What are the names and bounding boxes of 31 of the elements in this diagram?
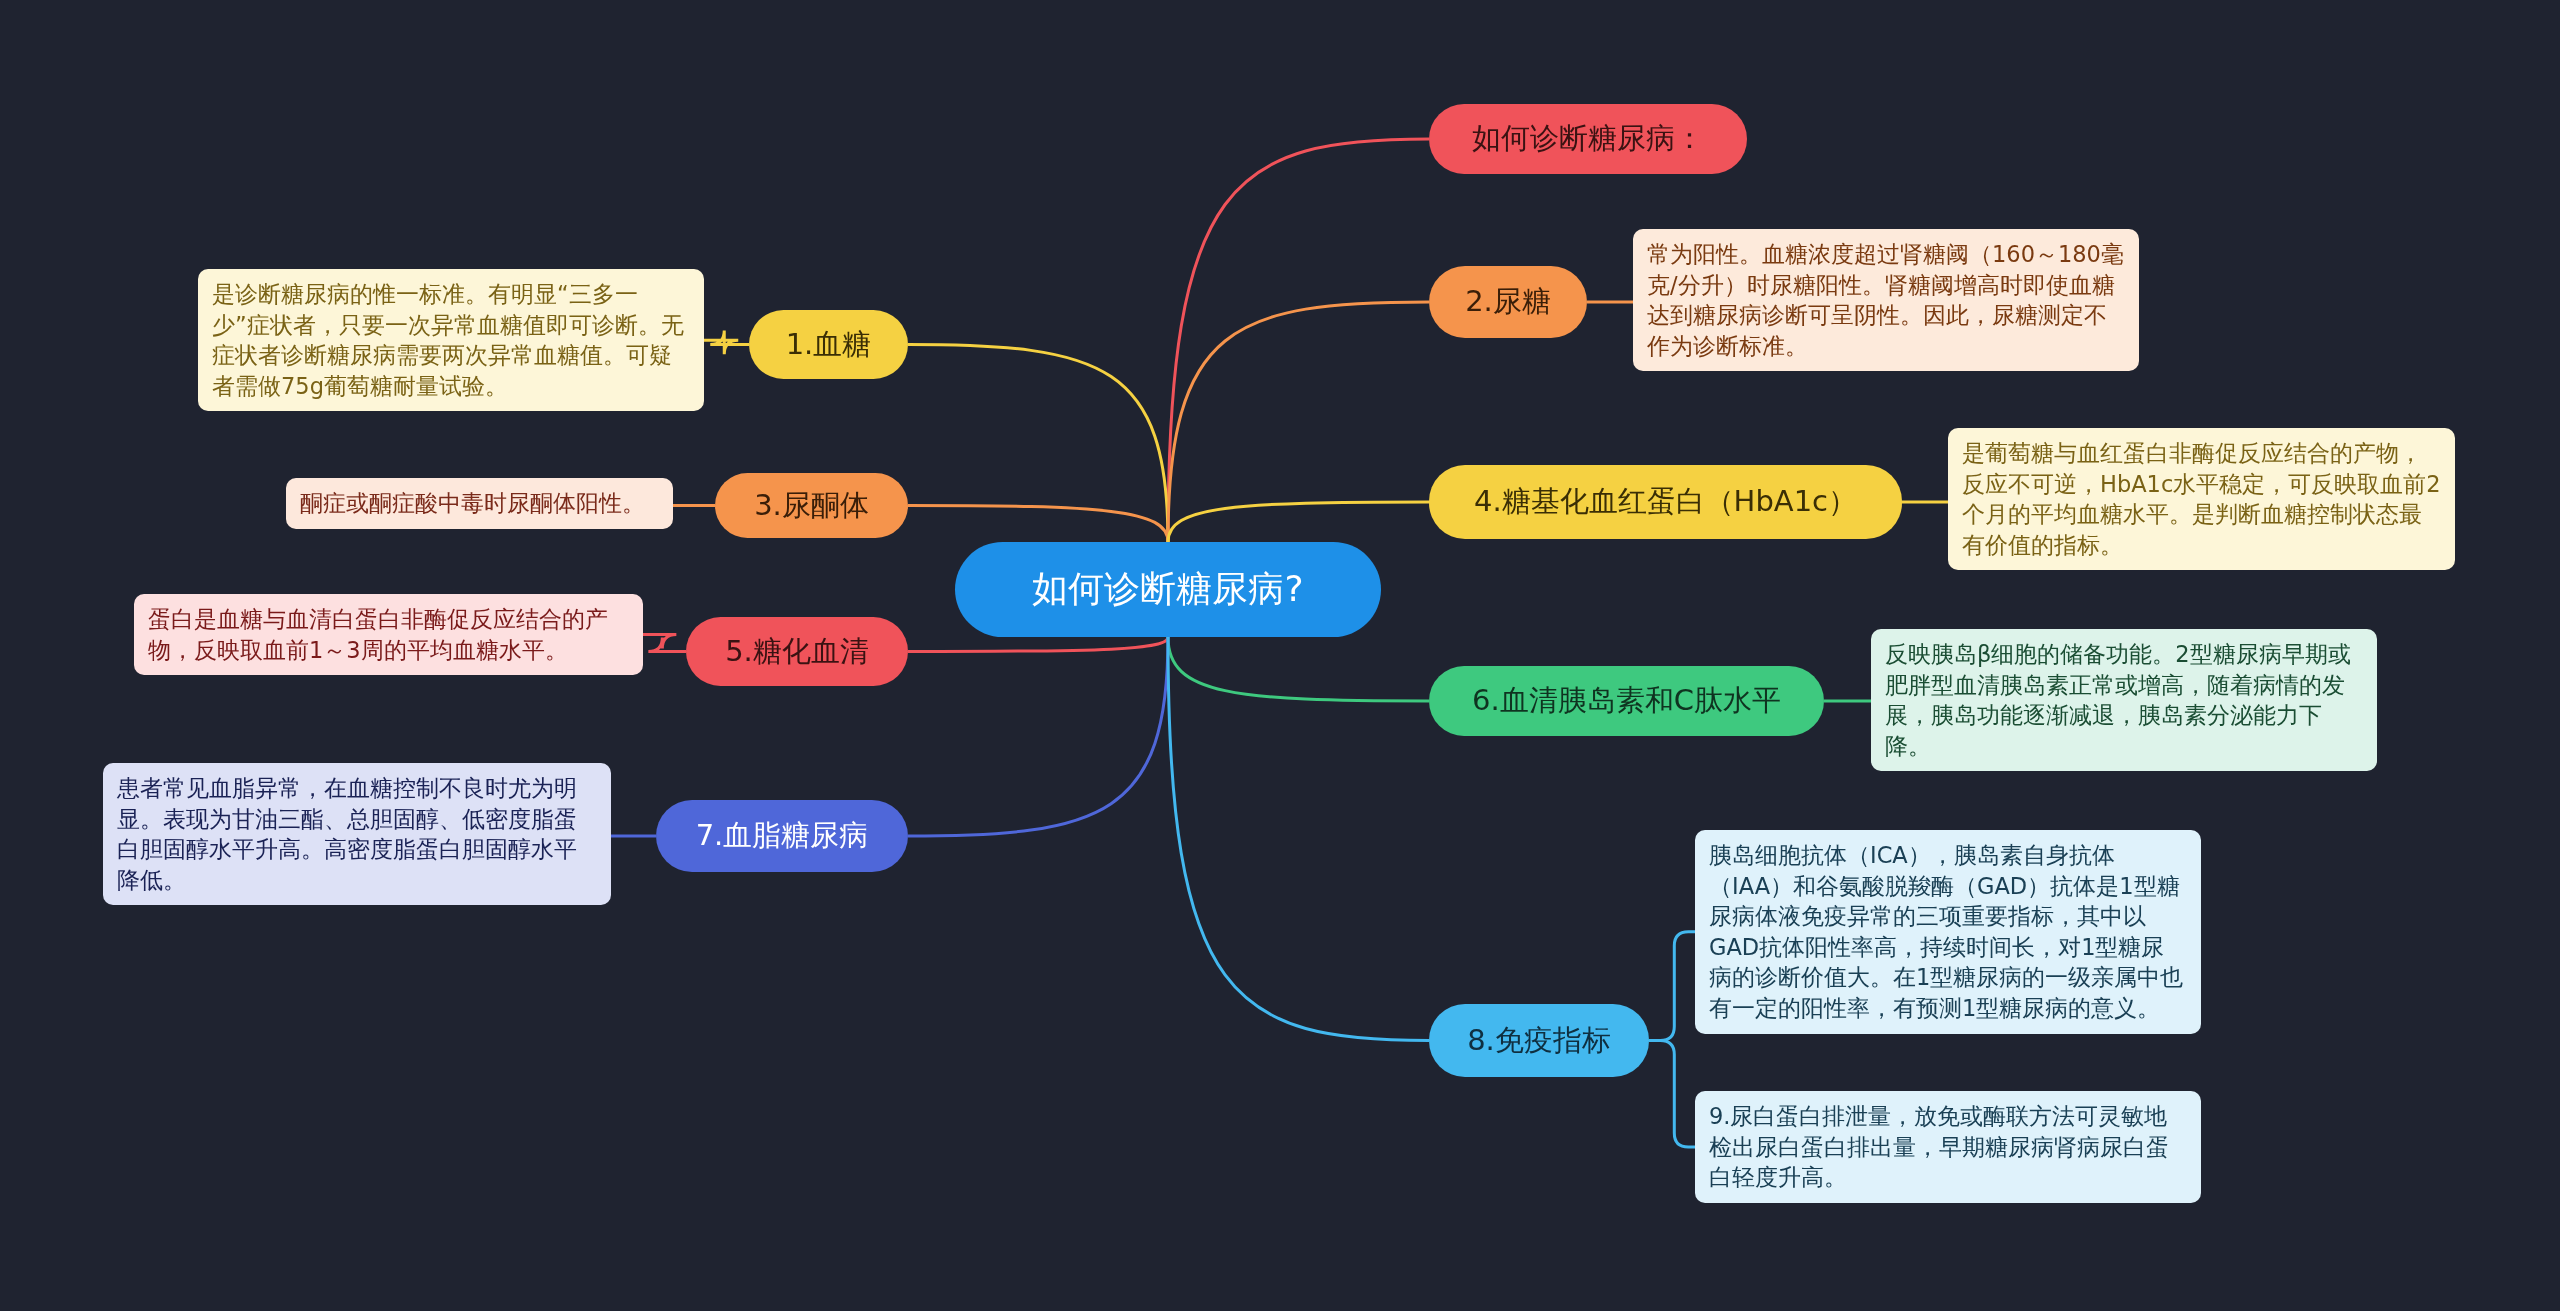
- topic-box: 如何诊断糖尿病：: [1429, 104, 1747, 174]
- topic-box: 8.免疫指标: [1429, 1004, 1649, 1077]
- note-box: 患者常见血脂异常，在血糖控制不良时尤为明显。表现为甘油三酯、总胆固醇、低密度脂蛋白胆固醇水平升高。高密度脂蛋白胆固醇水平降低。: [103, 763, 611, 906]
- note-box: 9.尿白蛋白排泄量，放免或酶联方法可灵敏地检出尿白蛋白排出量，早期糖尿病肾病尿白蛋白轻度升高。: [1695, 1091, 2201, 1203]
- topic-box: 4.糖基化血红蛋白（HbA1c）: [1429, 465, 1902, 539]
- topic-box: 7.血脂糖尿病: [656, 800, 908, 872]
- note-box: 酮症或酮症酸中毒时尿酮体阳性。: [286, 478, 673, 529]
- note-box: 反映胰岛β细胞的储备功能。2型糖尿病早期或肥胖型血清胰岛素正常或增高，随着病情的发展，胰岛功能逐渐减退，胰岛素分泌能力下降。: [1871, 629, 2377, 772]
- connector-line: [908, 504, 1170, 543]
- connector-line: [1824, 699, 1871, 703]
- note-box: 胰岛细胞抗体（ICA），胰岛素自身抗体（IAA）和谷氨酸脱羧酶（GAD）抗体是1型糖尿病体液免疫异常的三项重要指标，其中以GAD抗体阳性率高，持续时间长，对1型糖尿病的诊断价值大。在1型糖尿病的一级亲属中也有一定的阳性率，有预测1型糖尿病的意义。: [1695, 830, 2201, 1034]
- connector-line: [643, 633, 686, 653]
- connector-line: [1166, 636, 1430, 1042]
- connector-line: [1166, 500, 1429, 543]
- connector-line: [704, 329, 749, 356]
- connector-line: [1587, 300, 1633, 304]
- topic-box: 2.尿糖: [1429, 266, 1587, 338]
- connector-line: [908, 636, 1170, 838]
- connector-line: [673, 504, 715, 507]
- note-box: 是诊断糖尿病的惟一标准。有明显“三多一少”症状者，只要一次异常血糖值即可诊断。无症状者诊断糖尿病需要两次异常血糖值。可疑者需做75g葡萄糖耐量试验。: [198, 269, 704, 412]
- note-box: 是葡萄糖与血红蛋白非酶促反应结合的产物，反应不可逆，HbA1c水平稳定，可反映取血前2个月的平均血糖水平。是判断血糖控制状态最有价值的指标。: [1948, 428, 2455, 571]
- connector-line: [1649, 1039, 1695, 1149]
- topic-box: 3.尿酮体: [715, 473, 908, 538]
- central-topic: 如何诊断糖尿病?: [955, 542, 1381, 637]
- connector-line: [611, 834, 656, 838]
- connector-line: [1902, 500, 1948, 504]
- note-box: 常为阳性。血糖浓度超过肾糖阈（160～180毫克/分升）时尿糖阳性。肾糖阈增高时即使血糖达到糖尿病诊断可呈阴性。因此，尿糖测定不作为诊断标准。: [1633, 229, 2139, 372]
- topic-box: 1.血糖: [749, 310, 908, 379]
- note-box: 蛋白是血糖与血清白蛋白非酶促反应结合的产物，反映取血前1～3周的平均血糖水平。: [134, 594, 643, 676]
- topic-box: 6.血清胰岛素和C肽水平: [1429, 666, 1824, 736]
- topic-box: 5.糖化血清: [686, 617, 908, 686]
